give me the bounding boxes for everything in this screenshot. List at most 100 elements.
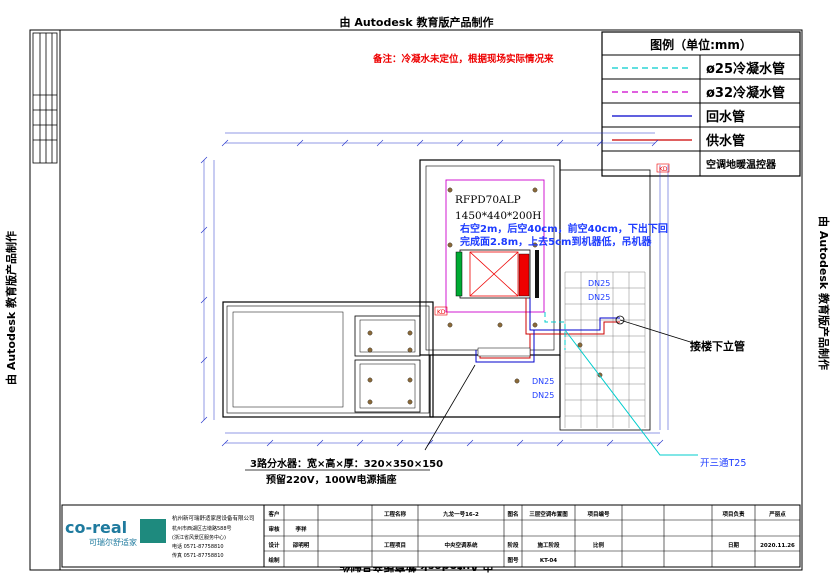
title-cell: 九龙一号16-2 bbox=[442, 510, 479, 518]
light-fixture bbox=[407, 347, 413, 353]
title-cell: 比例 bbox=[593, 541, 605, 549]
title-cell: 日期 bbox=[728, 541, 740, 549]
ac-unit bbox=[455, 249, 539, 299]
brand-logo: co-real bbox=[65, 518, 127, 537]
dim-tick-top bbox=[376, 139, 384, 147]
light-fixture bbox=[532, 322, 538, 328]
title-cell: 工程名称 bbox=[384, 510, 407, 518]
dim-tick-top bbox=[596, 139, 604, 147]
watermark-top: 由 Autodesk 教育版产品制作 bbox=[339, 16, 494, 29]
dim-tick-left bbox=[200, 156, 208, 164]
dim-tick-top bbox=[496, 139, 504, 147]
dn25-label-4: DN25 bbox=[532, 391, 554, 400]
brand-house-icon bbox=[140, 519, 166, 543]
light-fixture bbox=[367, 347, 373, 353]
dim-tick-top bbox=[341, 139, 349, 147]
light-fixture bbox=[514, 378, 520, 384]
dim-tick-top bbox=[221, 139, 229, 147]
title-cell: 设计 bbox=[268, 541, 280, 549]
company-address-2: (浙江省风景区服务中心) bbox=[172, 534, 226, 541]
dim-tick-top bbox=[296, 139, 304, 147]
pipe-routes bbox=[424, 298, 701, 456]
dim-tick-bottom bbox=[606, 439, 614, 447]
legend-title: 图例（单位:mm） bbox=[650, 37, 752, 52]
install-note-line1: 右空2m，后空40cm，前空40cm，下出下回 bbox=[459, 222, 668, 235]
title-cell: 工程项目 bbox=[384, 541, 406, 549]
tee-label: 开三通T25 bbox=[700, 458, 746, 469]
dim-tick-bottom bbox=[656, 439, 664, 447]
light-fixture bbox=[497, 322, 503, 328]
light-fixture bbox=[367, 330, 373, 336]
legend-label-2: 回水管 bbox=[706, 109, 745, 125]
dim-tick-left bbox=[200, 356, 208, 364]
light-fixture bbox=[532, 187, 538, 193]
dim-tick-bottom bbox=[221, 439, 229, 447]
dn25-label-2: DN25 bbox=[588, 293, 610, 302]
dim-tick-bottom bbox=[396, 439, 404, 447]
manifold-symbol bbox=[477, 347, 531, 357]
title-cell: 李祥 bbox=[294, 525, 307, 533]
brand-subtitle: 可瑞尔舒适家 bbox=[89, 537, 137, 547]
light-fixture bbox=[447, 187, 453, 193]
legend-label-0: ø25冷凝水管 bbox=[706, 61, 785, 77]
title-cell: 严丽点 bbox=[768, 510, 786, 518]
title-cell: 客户 bbox=[267, 510, 279, 518]
dim-tick-top bbox=[651, 139, 659, 147]
dim-tick-top bbox=[556, 139, 564, 147]
dim-tick-left bbox=[200, 226, 208, 234]
walls bbox=[222, 159, 651, 431]
company-fax: 传真 0571-87758810 bbox=[172, 552, 224, 559]
light-fixture bbox=[367, 377, 373, 383]
title-cell: 2020.11.26 bbox=[760, 543, 795, 549]
company-name: 杭州新可瑞舒适家居设备有限公司 bbox=[172, 514, 255, 522]
dn25-label-1: DN25 bbox=[588, 279, 610, 288]
title-cell: 中央空调系统 bbox=[444, 541, 478, 549]
ac-room-outline bbox=[445, 179, 545, 313]
title-cell: 施工阶段 bbox=[537, 541, 560, 549]
riser-label: 接楼下立管 bbox=[690, 339, 745, 353]
legend-label-1: ø32冷凝水管 bbox=[706, 85, 785, 101]
kd-label-1: KD bbox=[437, 309, 446, 316]
company-address: 杭州市西湖区古墩路588号 bbox=[172, 525, 232, 532]
legend-label-3: 供水管 bbox=[705, 133, 745, 149]
light-fixture bbox=[407, 330, 413, 336]
company-phone: 电话 0571-87758810 bbox=[172, 543, 224, 550]
unit-model: RFPD70ALP bbox=[455, 194, 521, 206]
title-cell: KT-04 bbox=[540, 558, 557, 564]
dim-tick-left bbox=[200, 416, 208, 424]
light-fixture bbox=[532, 242, 538, 248]
note-text: 备注：冷凝水未定位，根据现场实际情况来 bbox=[372, 53, 554, 65]
power-label: 预留220V，100W电源插座 bbox=[266, 473, 397, 486]
light-fixture bbox=[367, 399, 373, 405]
title-cell: 图号 bbox=[507, 556, 519, 564]
light-fixture bbox=[577, 342, 583, 348]
dim-tick-left bbox=[200, 296, 208, 304]
manifold-label: 3路分水器：宽×高×厚：320×350×150 bbox=[250, 457, 443, 470]
kd-label-2: KD bbox=[659, 166, 668, 173]
light-fixture bbox=[447, 242, 453, 248]
title-cell: 邵明明 bbox=[292, 541, 310, 549]
revision-strip bbox=[32, 32, 58, 164]
dim-tick-bottom bbox=[316, 439, 324, 447]
title-cell: 阶段 bbox=[507, 541, 519, 549]
title-cell: 绘制 bbox=[268, 556, 280, 564]
dim-tick-bottom bbox=[556, 439, 564, 447]
install-note-line2: 完成面2.8m，上去5cm到机器低，吊机器 bbox=[460, 235, 652, 248]
dim-tick-bottom bbox=[266, 439, 274, 447]
title-cell: 三层空调布置图 bbox=[529, 510, 568, 518]
title-cell: 图名 bbox=[507, 510, 518, 518]
title-cell: 项目负责 bbox=[722, 510, 745, 518]
unit-size: 1450*440*200H bbox=[455, 210, 541, 222]
riser-symbol bbox=[615, 315, 625, 325]
dim-tick-bottom bbox=[516, 439, 524, 447]
legend-last-label: 空调地暖温控器 bbox=[706, 158, 777, 171]
kd-box-2 bbox=[656, 163, 670, 173]
title-cell: 项目编号 bbox=[587, 510, 610, 518]
dim-tick-top bbox=[456, 139, 464, 147]
dim-tick-bottom bbox=[356, 439, 364, 447]
light-fixture bbox=[407, 377, 413, 383]
light-fixture bbox=[407, 399, 413, 405]
